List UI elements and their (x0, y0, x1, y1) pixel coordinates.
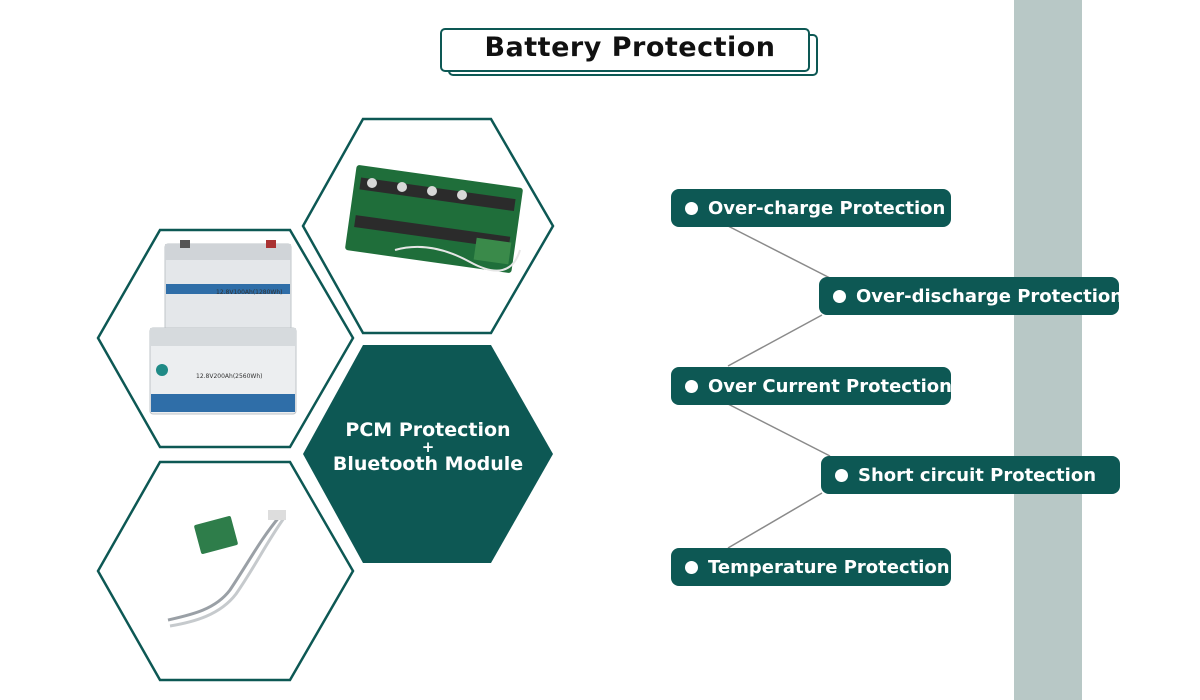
bullet-dot-icon (835, 468, 848, 482)
hex-bluetooth-frame (96, 460, 355, 682)
decorative-stripe (1014, 0, 1082, 700)
hex-center (303, 345, 553, 563)
protection-label: Over-discharge Protection (856, 285, 1124, 307)
center-line-2: Bluetooth Module (332, 453, 524, 475)
protection-label: Short circuit Protection (858, 464, 1097, 486)
bullet-dot-icon (685, 560, 698, 574)
protection-label: Over-charge Protection (708, 197, 946, 219)
protection-label: Over Current Protection (708, 375, 952, 397)
bullet-dot-icon (685, 201, 698, 215)
bullet-dot-icon (833, 289, 846, 303)
bluetooth-image (167, 510, 286, 628)
page-title: Battery Protection (484, 32, 776, 63)
pcb-image (345, 165, 523, 273)
svg-text:12.8V200Ah(2560Wh): 12.8V200Ah(2560Wh) (196, 373, 263, 380)
protection-item-shortcircuit: Short circuit Protection (821, 456, 1120, 494)
battery-image: 12.8V100Ah(1280Wh) 12.8V200Ah(2560Wh) (149, 240, 297, 415)
protection-item-temperature: Temperature Protection (671, 548, 951, 586)
bullet-dot-icon (685, 379, 698, 393)
center-line-1: PCM Protection (345, 419, 511, 441)
svg-text:12.8V100Ah(1280Wh): 12.8V100Ah(1280Wh) (216, 289, 283, 296)
center-plus: + (421, 438, 435, 456)
protection-label: Temperature Protection (708, 556, 950, 578)
title-frame-front (440, 28, 810, 72)
protection-item-overdischarge: Over-discharge Protection (819, 277, 1123, 315)
protection-item-overcharge: Over-charge Protection (671, 189, 951, 227)
title-box: Battery Protection (440, 28, 822, 78)
center-hex-label: PCM Protection + Bluetooth Module (318, 420, 538, 475)
protection-item-overcurrent: Over Current Protection (671, 367, 952, 405)
